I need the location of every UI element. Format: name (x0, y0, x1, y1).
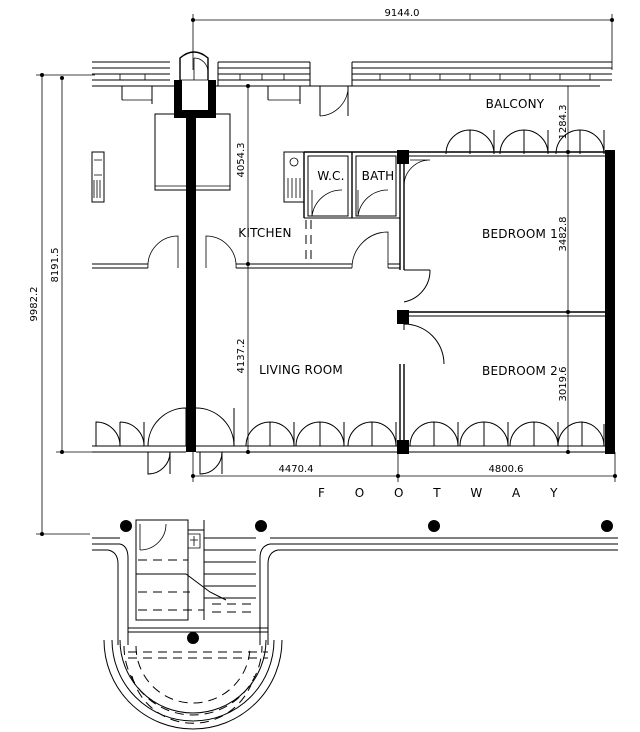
kitchen-units (91, 113, 305, 203)
dimension-overall-width: 9144.0 (191, 8, 614, 70)
dimension-living: 4137.2 (236, 264, 250, 454)
room-label-living-room: LIVING ROOM (259, 363, 343, 377)
dimension-label: 1284.3 (558, 105, 569, 140)
dimension-label: 3482.8 (558, 217, 569, 252)
dimension-label: 9144.0 (385, 8, 420, 19)
dimension-balcony: 1284.3 (558, 86, 570, 154)
room-label-wc: W.C. (317, 169, 344, 183)
dimension-label: 4054.3 (236, 143, 247, 178)
room-label-kitchen: KITCHEN (238, 226, 291, 240)
bedroom-walls (397, 150, 615, 454)
service-core (303, 151, 400, 264)
footway-label: F O O T W A Y (318, 486, 570, 500)
balcony-doors (445, 129, 605, 155)
columns (120, 520, 613, 644)
dimension-label: 4800.6 (489, 464, 524, 475)
top-doors (319, 86, 349, 117)
bottom-facade (92, 407, 605, 475)
dimension-label: 9982.2 (29, 287, 40, 322)
dimension-bedroom-1: 3482.8 (558, 152, 570, 314)
room-label-balcony: BALCONY (486, 97, 545, 111)
dimension-label: 3019.6 (558, 367, 569, 402)
room-label-bedroom-2: BEDROOM 2 (482, 364, 558, 378)
dimension-kitchen: 4054.3 (236, 84, 250, 266)
kitchen-partition (92, 231, 400, 269)
party-wall (174, 51, 216, 452)
dimension-bedroom-2: 3019.6 (558, 312, 570, 454)
room-label-bath: BATH (362, 169, 395, 183)
room-label-bedroom-1: BEDROOM 1 (482, 227, 558, 241)
dimension-flat-depth: 8191.5 (50, 76, 95, 454)
dimension-label: 4137.2 (236, 339, 247, 374)
footway-structure (92, 519, 618, 730)
dimension-bottom: 4470.4 4800.6 (191, 452, 617, 482)
dimension-label: 4470.4 (279, 464, 314, 475)
top-facade (92, 61, 612, 104)
dimension-label: 8191.5 (50, 248, 61, 283)
dimension-overall-depth: 9982.2 (29, 73, 95, 536)
